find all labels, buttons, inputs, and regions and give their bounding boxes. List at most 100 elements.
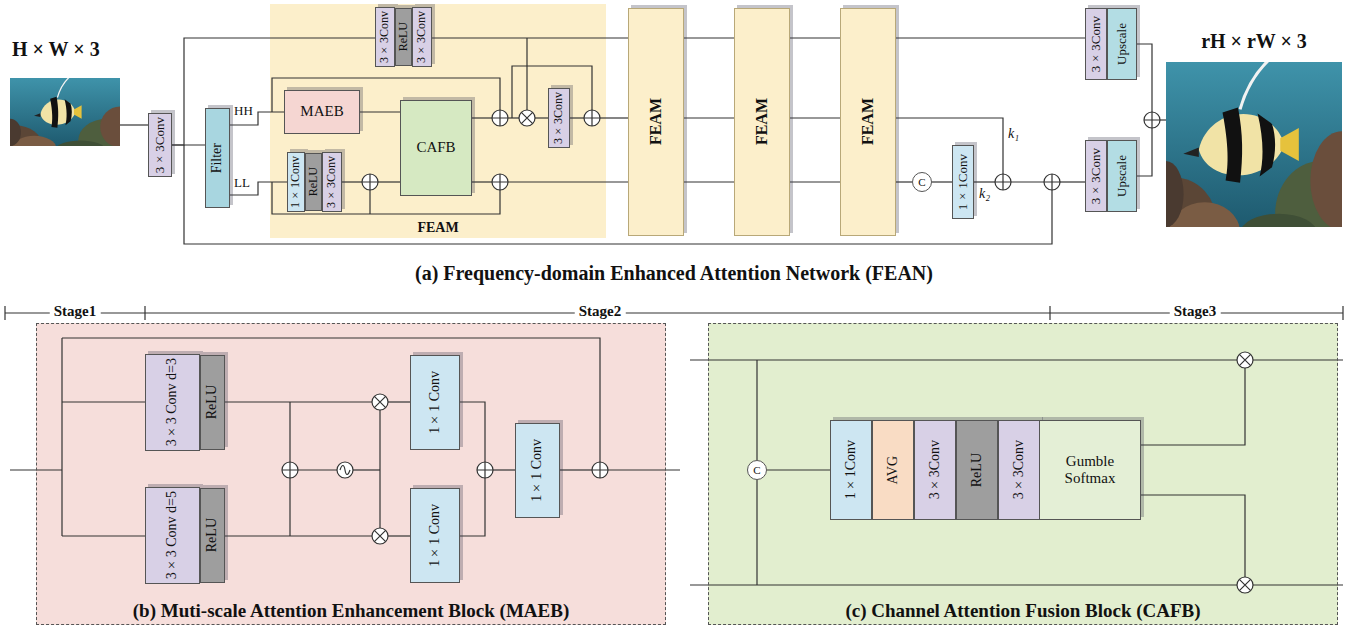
conv-block: 3×3 Conv d=3 (145, 354, 200, 450)
connector (790, 117, 840, 118)
wire (4, 306, 5, 320)
panel-title: FEAM (417, 220, 458, 236)
wire (388, 401, 410, 402)
connector (896, 181, 912, 182)
stage-label: Stage3 (1170, 303, 1221, 320)
conv-block: 1×1 Conv (410, 488, 460, 583)
symbol-mark (1044, 174, 1060, 190)
symbol-circle (1237, 352, 1253, 368)
wire (493, 469, 515, 470)
box-label: CAFB (416, 139, 455, 156)
relu-block: ReLU (956, 420, 998, 520)
wire (756, 360, 757, 460)
filter-block: Filter (205, 108, 230, 208)
box-label: Gumble Softmax (1042, 453, 1138, 488)
weight-label: k₁ (1008, 126, 1019, 142)
box-label: FEAM (753, 98, 771, 145)
wire (388, 535, 410, 536)
box-label: 1×1 Conv (529, 439, 545, 502)
connector (432, 37, 628, 38)
conv-block: 3×3Conv (148, 113, 172, 177)
wire (756, 480, 757, 585)
symbol-circle (477, 462, 493, 478)
stage-label: Stage1 (50, 303, 101, 320)
conv-block: 3×3Conv (548, 88, 570, 148)
symbol-circle (1144, 112, 1160, 128)
wire (1140, 368, 1245, 445)
wire (1342, 306, 1343, 320)
symbol-mark (374, 530, 385, 541)
wire (120, 124, 148, 125)
box-label: 3×3Conv (1089, 16, 1104, 72)
relu-block: ReLU (200, 488, 225, 583)
wire (1253, 359, 1343, 360)
wire (690, 359, 1237, 360)
figure-caption: (a) Frequency-domain Enhanced Attention … (415, 262, 933, 285)
conv-block: 3×3Conv (998, 420, 1040, 520)
wire (526, 38, 527, 110)
symbol-circle (337, 462, 353, 478)
wire (1160, 119, 1166, 120)
edge-label: HH (234, 104, 253, 119)
symbol-mark (282, 462, 298, 478)
photo (1166, 62, 1342, 227)
add-symbol (592, 462, 608, 478)
box-label: MAEB (300, 103, 343, 120)
symbol-circle (1044, 174, 1060, 190)
wire (570, 117, 584, 118)
symbol-mark (592, 462, 608, 478)
symbol-circle (282, 462, 298, 478)
box-label: 3×3Conv (415, 11, 429, 63)
background-layer (36, 4, 1338, 625)
edge-label: LL (234, 176, 250, 191)
wire (5, 312, 1343, 313)
wire (144, 306, 145, 320)
photo (10, 78, 120, 146)
module-band: 3×3ConvReLU3×3ConvMAEB1×1ConvReLU3×3Conv… (270, 4, 606, 238)
symbol-circle (592, 462, 608, 478)
box-label: Upscale (1115, 23, 1130, 65)
conv-block: 3×3Conv (1085, 140, 1107, 212)
box-label: Upscale (1115, 155, 1130, 197)
box-label: 1×1Conv (289, 156, 303, 208)
coral (10, 119, 21, 146)
add-symbol (282, 462, 298, 478)
wire (298, 469, 337, 470)
box-label: FEAM (647, 98, 665, 145)
coral (1166, 161, 1184, 227)
conv-block: 3×3Conv (322, 152, 342, 212)
conv-block: 3×3Conv (914, 420, 956, 520)
attention-block: MAEB (284, 90, 360, 134)
conv-block: 1×1Conv (287, 152, 305, 212)
box-label: FEAM (859, 98, 877, 145)
connector (684, 37, 734, 38)
pool-block: AVG (872, 420, 914, 520)
wire (184, 145, 1052, 244)
panel-title: (b) Muti-scale Attention Enhancement Blo… (133, 600, 569, 622)
symbol-circle (995, 174, 1011, 190)
multiply-symbol (1237, 577, 1253, 593)
box-label: 1×1 Conv (427, 371, 443, 434)
box-label: ReLU (204, 385, 220, 419)
concat-node: C (912, 172, 932, 192)
box-label: ReLU (397, 22, 411, 51)
relu-block: ReLU (200, 355, 225, 450)
box-label: C (918, 176, 925, 189)
symbol-circle (584, 110, 600, 126)
concat-node: C (747, 460, 767, 480)
wire (289, 402, 290, 462)
add-symbol (492, 110, 508, 126)
connector (790, 181, 840, 182)
fish-stripe (50, 97, 58, 128)
fish (34, 78, 93, 128)
box-label: 3×3 Conv d=3 (164, 358, 180, 446)
box-label: 3×3 Conv d=5 (164, 491, 180, 579)
panel-fill (708, 323, 1338, 625)
symbol-circle (372, 528, 388, 544)
connector (360, 111, 400, 112)
conv-block: 1×1 Conv (515, 423, 560, 518)
wire (608, 469, 680, 470)
wire (342, 181, 362, 182)
fish-streamer (57, 78, 92, 98)
